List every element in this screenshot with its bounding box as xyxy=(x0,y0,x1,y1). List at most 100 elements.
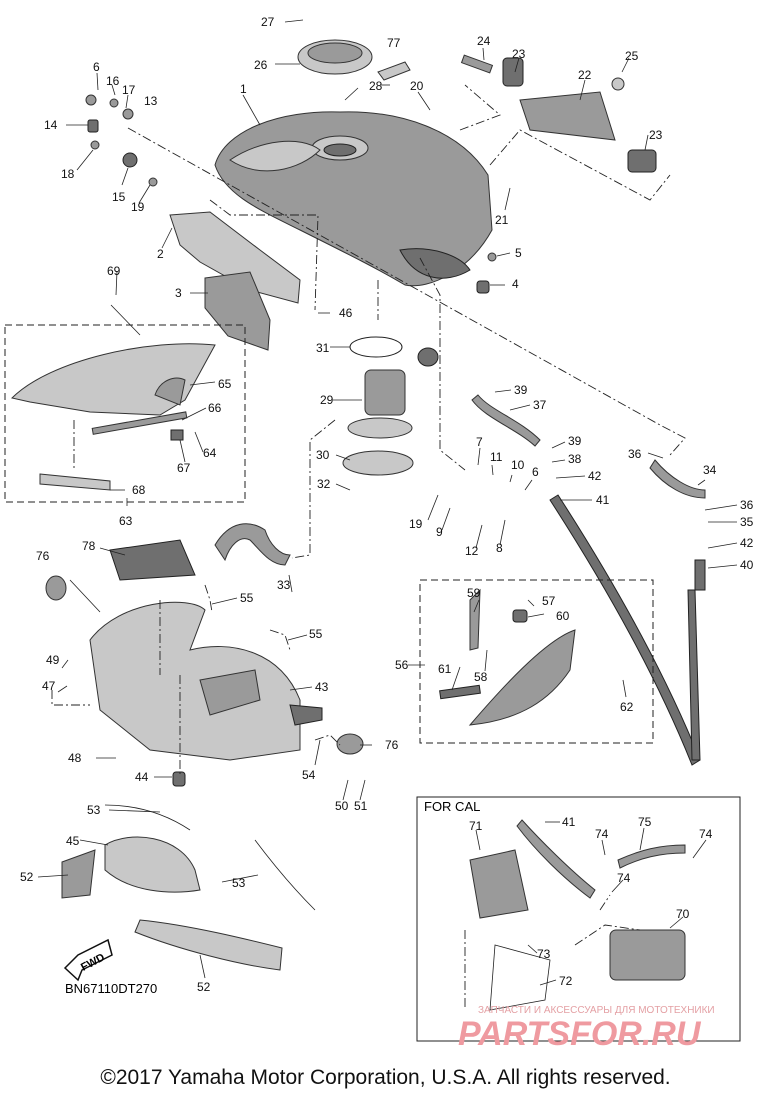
assembly-line xyxy=(419,257,466,471)
callout-51: 51 xyxy=(354,799,368,813)
callout-67: 67 xyxy=(177,461,191,475)
callout-1: 1 xyxy=(240,82,247,96)
assembly-line xyxy=(204,584,213,613)
callout-24: 24 xyxy=(477,34,491,48)
callout-59: 59 xyxy=(467,586,481,600)
callout-71: 71 xyxy=(469,819,483,833)
assembly-line xyxy=(127,127,686,456)
callout-41: 41 xyxy=(596,493,610,507)
callout-29: 29 xyxy=(320,393,334,407)
diagram-code: BN67110DT270 xyxy=(65,981,157,996)
callout-21: 21 xyxy=(495,213,509,227)
callout-55: 55 xyxy=(309,627,323,641)
inset-box-for-cal xyxy=(416,796,741,1042)
damper-4 xyxy=(476,280,490,294)
callout-42: 42 xyxy=(740,536,754,550)
callout-10: 10 xyxy=(511,458,525,472)
callout-39: 39 xyxy=(514,383,528,397)
callout-53: 53 xyxy=(87,803,101,817)
group-box-56 xyxy=(419,579,654,744)
callout-numbers: 1 2 3 4 5 6 6 7 8 9 10 11 12 13 14 15 16… xyxy=(20,15,754,994)
callout-7: 7 xyxy=(476,435,483,449)
callout-57: 57 xyxy=(542,594,556,608)
callout-35: 35 xyxy=(740,515,754,529)
callout-76: 76 xyxy=(385,738,399,752)
callout-36: 36 xyxy=(740,498,754,512)
callout-20: 20 xyxy=(410,79,424,93)
callout-49: 49 xyxy=(46,653,60,667)
callout-66: 66 xyxy=(208,401,222,415)
assembly-line xyxy=(269,629,291,651)
hoses-right xyxy=(471,394,706,766)
callout-53: 53 xyxy=(232,876,246,890)
callout-28: 28 xyxy=(369,79,383,93)
assembly-line xyxy=(291,419,336,559)
callout-65: 65 xyxy=(218,377,232,391)
callout-46: 46 xyxy=(339,306,353,320)
callout-61: 61 xyxy=(438,662,452,676)
callout-17: 17 xyxy=(122,83,136,97)
callout-32: 32 xyxy=(317,477,331,491)
assembly-line xyxy=(489,129,671,201)
callout-16: 16 xyxy=(106,74,120,88)
callout-60: 60 xyxy=(556,609,570,623)
callout-62: 62 xyxy=(620,700,634,714)
callout-42: 42 xyxy=(588,469,602,483)
callout-50: 50 xyxy=(335,799,349,813)
callout-73: 73 xyxy=(537,947,551,961)
callout-40: 40 xyxy=(740,558,754,572)
callout-47: 47 xyxy=(42,679,56,693)
assembly-line xyxy=(51,690,90,706)
bracket-fasteners-left xyxy=(85,94,158,187)
callout-34: 34 xyxy=(703,463,717,477)
assembly-line xyxy=(574,924,641,946)
fuel-tank xyxy=(214,111,493,287)
assembly-line xyxy=(209,199,319,311)
callout-5: 5 xyxy=(515,246,522,260)
callout-56: 56 xyxy=(395,658,409,672)
callout-55: 55 xyxy=(240,591,254,605)
inset-title: FOR CAL xyxy=(424,799,480,814)
callout-37: 37 xyxy=(533,398,547,412)
callout-19: 19 xyxy=(409,517,423,531)
callout-3: 3 xyxy=(175,286,182,300)
callout-18: 18 xyxy=(61,167,75,181)
o-ring xyxy=(349,336,403,358)
callout-77: 77 xyxy=(387,36,401,50)
callout-23: 23 xyxy=(512,47,526,61)
tank-pad xyxy=(204,271,271,351)
callout-52: 52 xyxy=(197,980,211,994)
for-cal-parts xyxy=(469,819,686,1011)
side-cover-assembly xyxy=(439,588,576,726)
callout-15: 15 xyxy=(112,190,126,204)
cap-76-left xyxy=(45,575,67,601)
callout-12: 12 xyxy=(465,544,479,558)
callout-63: 63 xyxy=(119,514,133,528)
warning-label xyxy=(109,539,196,581)
fuel-pump xyxy=(347,369,413,439)
cap-76-right xyxy=(336,733,364,755)
watermark-logo: PARTSFOR.RU xyxy=(458,1015,702,1053)
callout-2: 2 xyxy=(157,247,164,261)
callout-6: 6 xyxy=(532,465,539,479)
assembly-line xyxy=(459,84,501,131)
callout-11: 11 xyxy=(490,450,503,464)
callout-33: 33 xyxy=(277,578,291,592)
callout-54: 54 xyxy=(302,768,316,782)
tank-side-cover xyxy=(169,211,301,304)
callout-69: 69 xyxy=(107,264,121,278)
callout-14: 14 xyxy=(44,118,58,132)
callout-31: 31 xyxy=(316,341,330,355)
callout-74: 74 xyxy=(699,827,713,841)
callout-13: 13 xyxy=(144,94,158,108)
callout-74: 74 xyxy=(595,827,609,841)
callout-72: 72 xyxy=(559,974,573,988)
callout-45: 45 xyxy=(66,834,80,848)
callout-23: 23 xyxy=(649,128,663,142)
leader-lines xyxy=(37,19,738,986)
fuel-filter xyxy=(417,347,439,367)
callout-64: 64 xyxy=(203,446,217,460)
callout-74: 74 xyxy=(617,871,631,885)
fwd-arrow-icon xyxy=(63,938,113,982)
